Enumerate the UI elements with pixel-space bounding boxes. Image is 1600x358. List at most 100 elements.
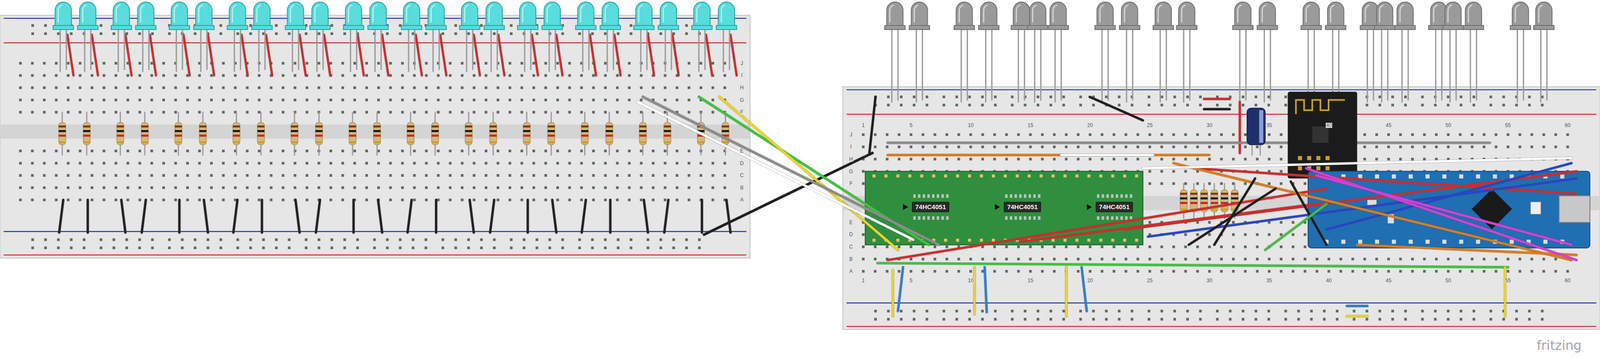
breadboard-hole: [663, 110, 667, 114]
breadboard-hole: [909, 157, 913, 161]
breadboard-hole: [150, 149, 153, 153]
breadboard-hole: [1173, 317, 1177, 321]
breadboard-hole: [687, 173, 691, 177]
resistor-body: [291, 122, 299, 145]
wire: [295, 199, 300, 233]
breadboard-hole: [592, 86, 595, 89]
led: [484, 2, 505, 72]
breadboard-hole: [222, 110, 225, 114]
breadboard-hole: [1017, 145, 1020, 148]
breadboard-hole: [257, 149, 261, 153]
breadboard-hole: [1232, 245, 1235, 248]
breadboard-hole: [1208, 182, 1211, 185]
breadboard-hole: [245, 198, 249, 201]
resistor: [232, 111, 241, 155]
breadboard-hole: [1267, 232, 1271, 236]
wire-outline: [498, 34, 505, 76]
breadboard-hole: [114, 73, 118, 77]
breadboard-hole: [1351, 257, 1354, 261]
breadboard-hole: [1147, 317, 1151, 321]
wire: [608, 199, 612, 233]
breadboard-hole: [198, 173, 201, 177]
resistor-band: [141, 141, 149, 144]
breadboard-hole: [413, 86, 416, 89]
breadboard-hole: [1420, 317, 1424, 321]
resistor-band: [489, 125, 498, 128]
led: [309, 2, 331, 72]
breadboard-hole: [1303, 232, 1307, 236]
breadboard-hole: [436, 98, 440, 102]
breadboard-hole: [484, 98, 488, 102]
breadboard-hole: [1052, 269, 1056, 273]
breadboard-hole: [1279, 220, 1283, 224]
breadboard-hole: [1124, 269, 1128, 273]
breadboard-hole: [90, 86, 94, 89]
breadboard-hole: [1502, 103, 1505, 107]
breadboard-hole: [411, 32, 415, 36]
led-body: [171, 2, 188, 28]
breadboard-hole: [1208, 245, 1211, 248]
wire: [473, 34, 480, 76]
breadboard-hole: [1208, 220, 1211, 224]
breadboard-hole: [1232, 220, 1235, 224]
breadboard-hole: [353, 110, 356, 114]
breadboard-hole: [389, 173, 392, 177]
breadboard-hole: [1112, 145, 1116, 148]
breadboard-hole: [1420, 103, 1424, 107]
breadboard-hole: [1339, 257, 1342, 261]
breadboard-hole: [377, 61, 380, 65]
wire-outline: [730, 34, 737, 76]
breadboard-hole: [317, 86, 321, 89]
breadboard-hole: [921, 245, 925, 248]
breadboard-hole: [1528, 95, 1531, 98]
breadboard-hole: [54, 110, 58, 114]
breadboard-hole: [1199, 309, 1202, 312]
breadboard-hole: [54, 73, 58, 77]
breadboard-hole: [493, 32, 496, 36]
breadboard-hole: [1423, 133, 1426, 136]
breadboard-hole: [436, 186, 440, 189]
breadboard-hole: [479, 246, 483, 249]
breadboard-hole: [532, 110, 536, 114]
breadboard-hole: [496, 98, 500, 102]
breadboard-hole: [687, 161, 691, 165]
breadboard-hole: [1279, 145, 1283, 148]
breadboard-hole: [125, 238, 128, 241]
breadboard-hole: [659, 32, 662, 36]
breadboard-hole: [1186, 95, 1189, 98]
breadboard-hole: [957, 269, 960, 273]
breadboard-hole: [993, 133, 996, 136]
resistor-band: [58, 134, 66, 137]
breadboard-hole: [365, 186, 368, 189]
breadboard-hole: [1186, 317, 1189, 321]
breadboard-hole: [1459, 103, 1463, 107]
breadboard-hole: [174, 186, 177, 189]
led-leg: [355, 28, 358, 70]
breadboard-hole: [627, 98, 631, 102]
breadboard-hole: [365, 86, 368, 89]
breadboard-hole: [1112, 257, 1116, 261]
breadboard-hole: [592, 110, 595, 114]
led-body: [229, 2, 246, 28]
breadboard-hole: [921, 157, 925, 161]
breadboard-hole: [269, 149, 273, 153]
resistor-band: [116, 141, 124, 144]
led-highlight: [348, 5, 353, 23]
resistor-band: [547, 125, 556, 128]
breadboard-hole: [957, 133, 960, 136]
led-leg: [175, 28, 177, 72]
breadboard-hole: [1186, 103, 1189, 107]
breadboard-hole: [1363, 257, 1366, 261]
breadboard-hole: [1323, 317, 1326, 321]
breadboard-hole: [66, 198, 70, 201]
led: [343, 2, 364, 72]
breadboard-hole: [723, 161, 727, 165]
breadboard-hole: [234, 161, 237, 165]
breadboard-hole: [245, 110, 249, 114]
resistor-body: [406, 122, 415, 145]
breadboard-hole: [305, 110, 309, 114]
breadboard-hole: [520, 198, 524, 201]
breadboard-hole: [1079, 95, 1083, 98]
breadboard-hole: [969, 257, 972, 261]
breadboard-hole: [556, 73, 559, 77]
